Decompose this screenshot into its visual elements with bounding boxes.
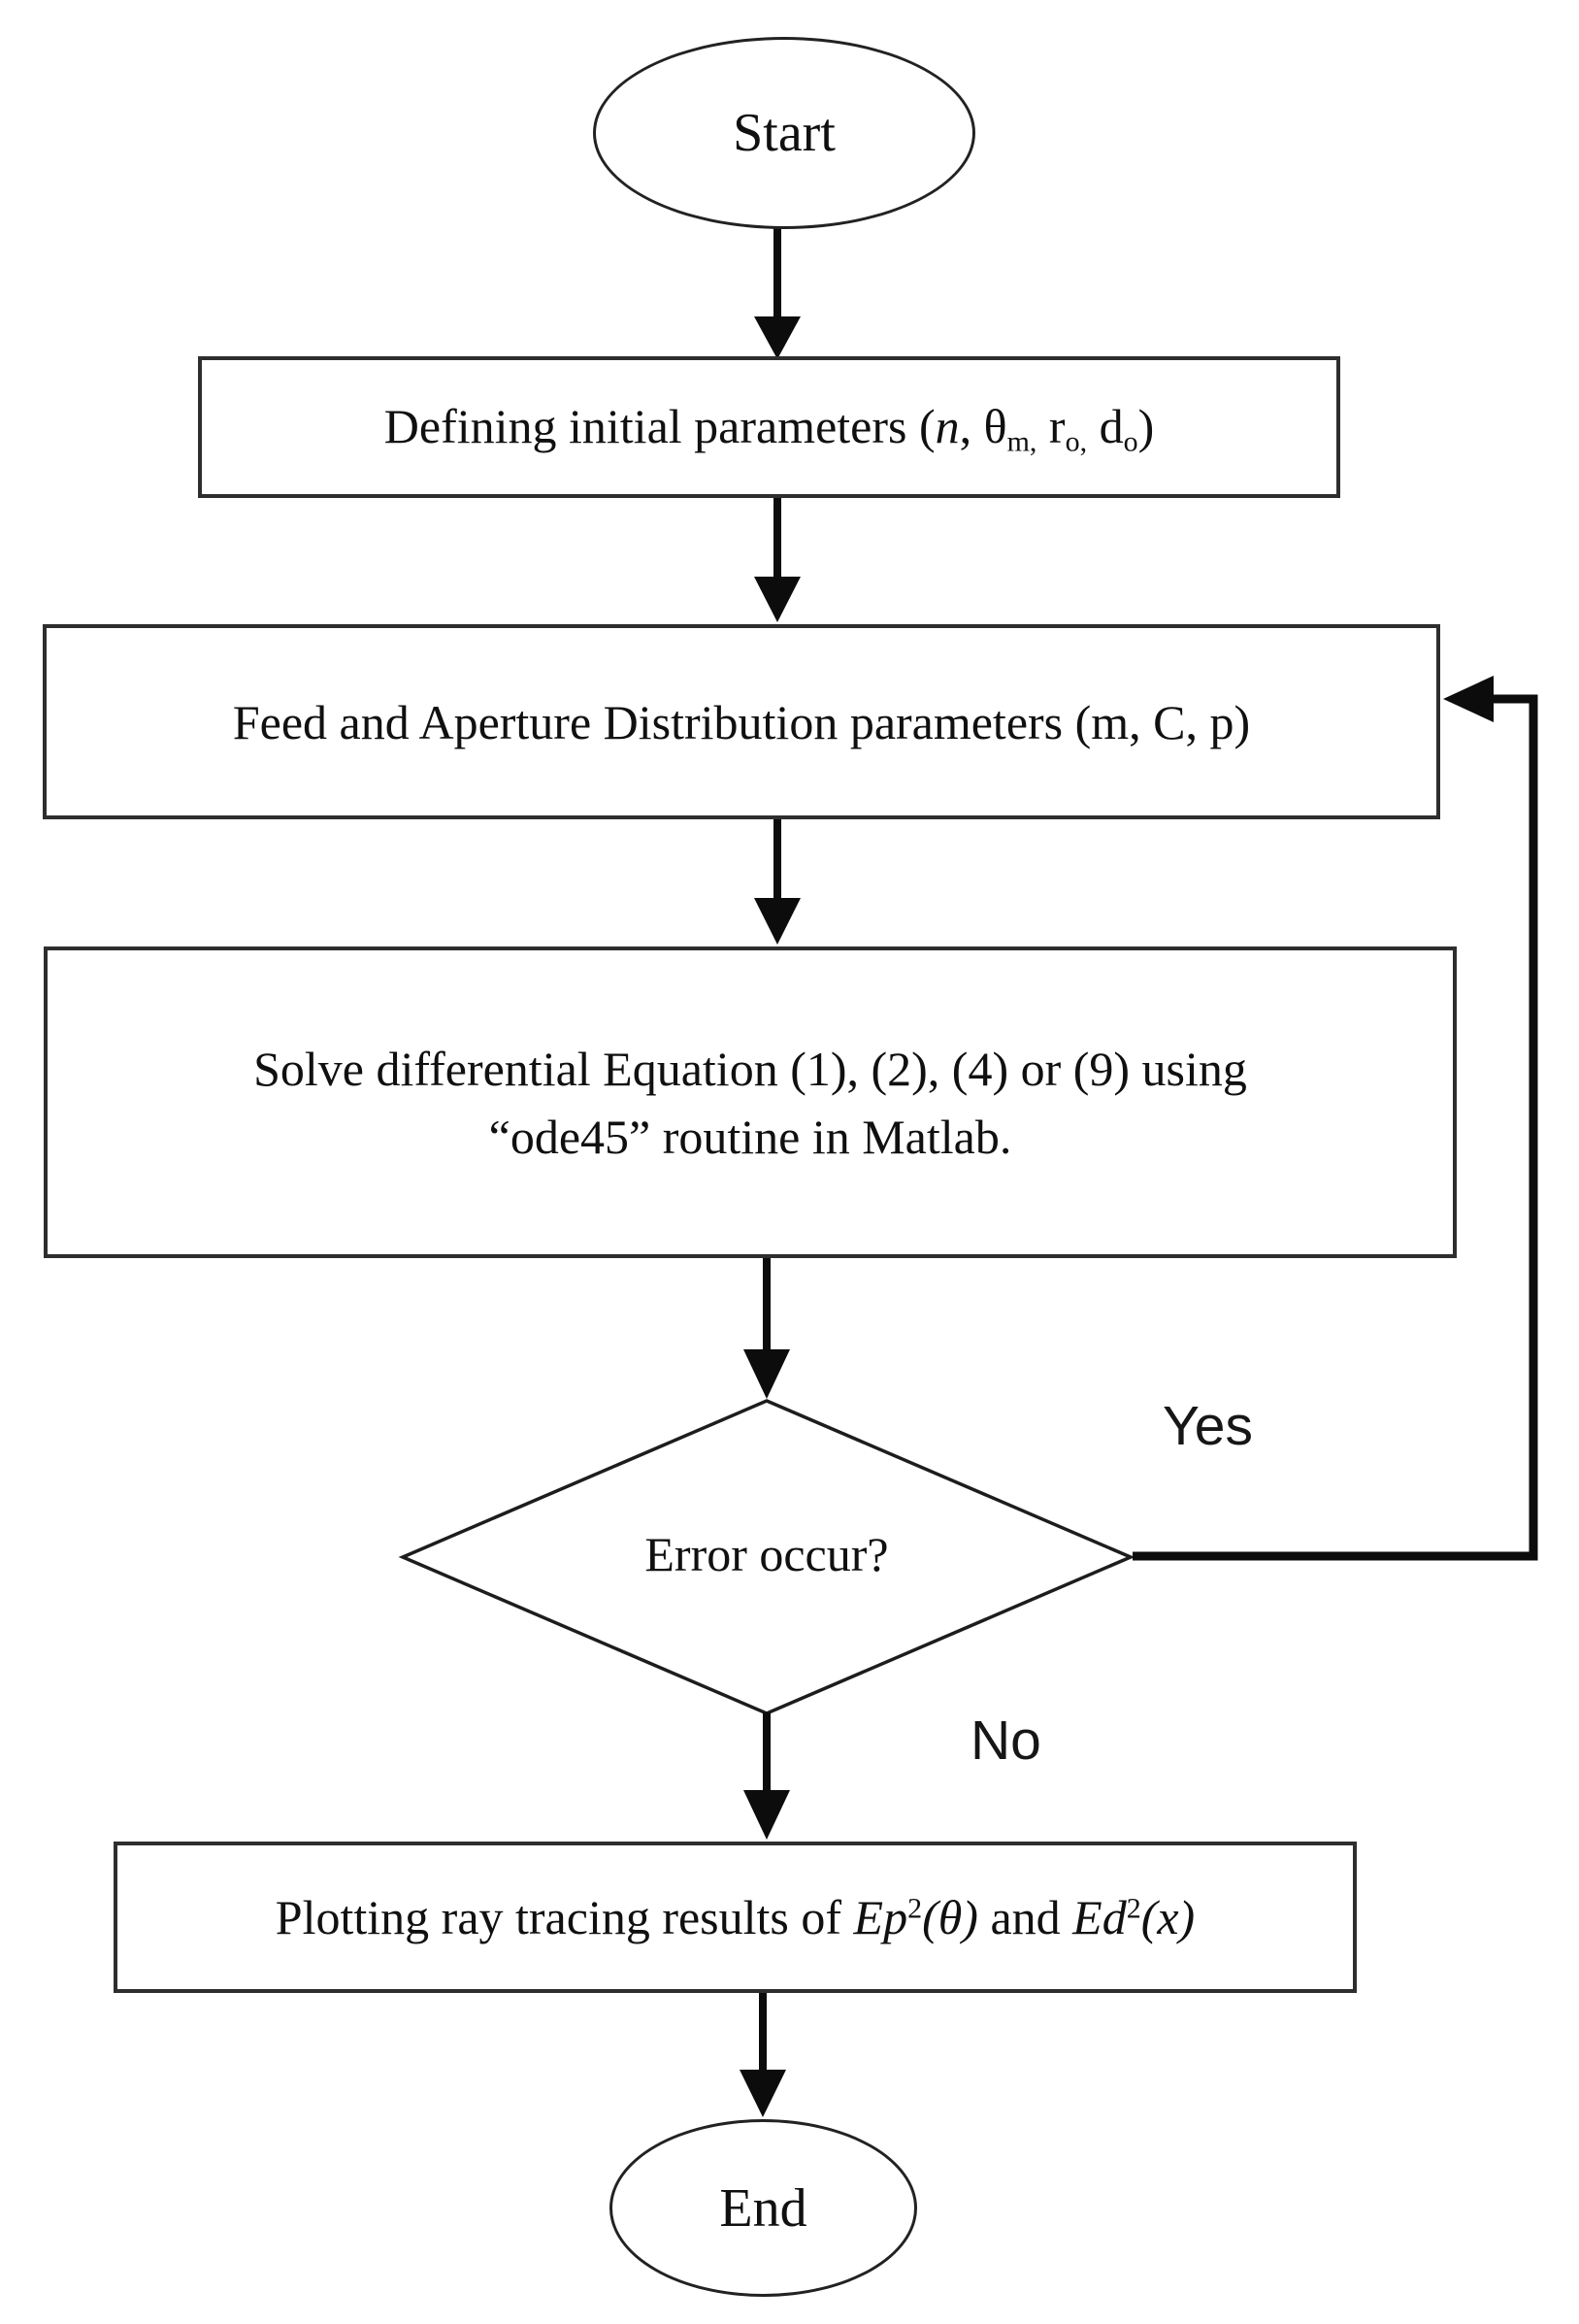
arrow-decision-to-box4	[743, 1712, 790, 1840]
decision-error-occur-label: Error occur?	[644, 1527, 889, 1581]
arrow-box1-to-box2	[754, 496, 801, 622]
arrow-box2-to-box3	[754, 817, 801, 945]
process-box-plotting-results-label: Plotting ray tracing results of Ep2(θ) a…	[275, 1890, 1196, 1944]
end-label: End	[719, 2177, 807, 2239]
process-box-solve-equation-label: Solve differential Equation (1), (2), (4…	[253, 1035, 1247, 1171]
process-box-initial-parameters: Defining initial parameters (n, θm, ro, …	[198, 356, 1340, 498]
start-label: Start	[733, 103, 836, 163]
no-edge-label: No	[970, 1710, 1041, 1772]
solve-equation-line2: “ode45” routine in Matlab.	[488, 1109, 1012, 1164]
start-node: Start	[593, 37, 975, 229]
solve-equation-line1: Solve differential Equation (1), (2), (4…	[253, 1041, 1247, 1096]
yes-edge-label: Yes	[1163, 1395, 1253, 1457]
process-box-feed-aperture: Feed and Aperture Distribution parameter…	[43, 624, 1440, 819]
process-box-solve-equation: Solve differential Equation (1), (2), (4…	[44, 946, 1457, 1258]
arrow-box3-to-decision	[743, 1256, 790, 1399]
process-box-initial-parameters-label: Defining initial parameters (n, θm, ro, …	[383, 398, 1155, 458]
arrow-box4-to-end	[740, 1991, 786, 2117]
process-box-plotting-results: Plotting ray tracing results of Ep2(θ) a…	[114, 1842, 1357, 1993]
arrow-start-to-box1	[754, 227, 801, 359]
yes-loop-connector	[1133, 676, 1538, 1561]
end-node: End	[609, 2119, 917, 2297]
process-box-feed-aperture-label: Feed and Aperture Distribution parameter…	[232, 694, 1251, 749]
